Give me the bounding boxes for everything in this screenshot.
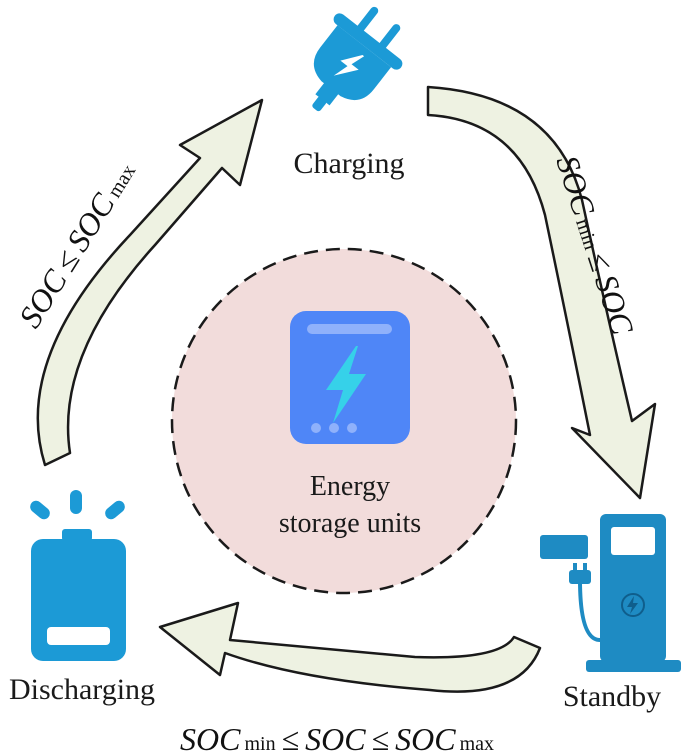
- arrow-discharging-to-charging: [36, 98, 264, 467]
- charging-plug-icon: [312, 6, 403, 112]
- energy-storage-icon: [290, 311, 410, 444]
- discharging-battery-icon: [30, 490, 126, 661]
- discharging-label: Discharging: [9, 673, 155, 706]
- center-label-line1: Energy: [310, 471, 390, 502]
- center-label-line2: storage units: [279, 508, 421, 539]
- charging-label: Charging: [293, 147, 404, 180]
- arrow-standby-to-discharging: [158, 601, 542, 693]
- standby-label: Standby: [563, 680, 661, 713]
- arrow-charging-to-standby: [426, 85, 657, 500]
- standby-station-icon: [540, 514, 681, 672]
